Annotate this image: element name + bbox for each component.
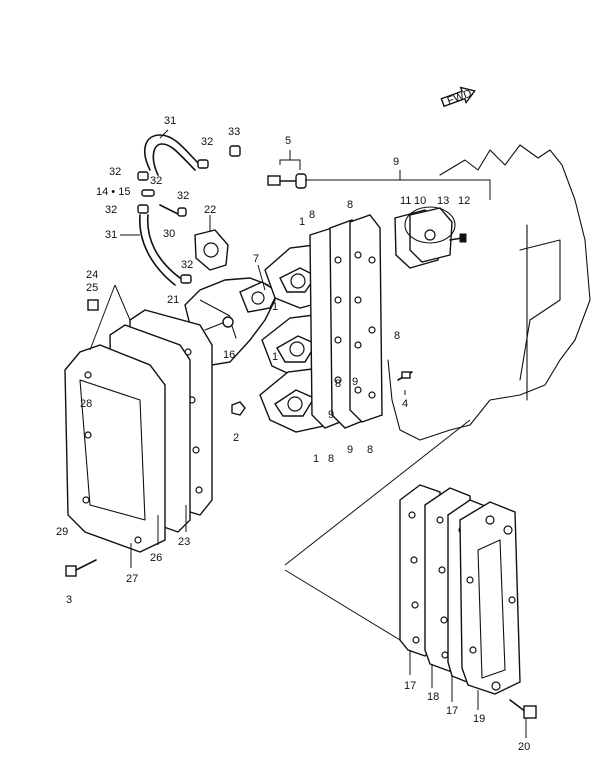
- bolt-25: [87, 299, 99, 311]
- callout-3: 3: [66, 594, 72, 606]
- callout-30: 30: [163, 228, 175, 240]
- bolt-3: [65, 559, 97, 577]
- gasket-22: [194, 229, 229, 271]
- callout-14-15: 14 • 15: [96, 186, 130, 198]
- engine-block-outline: [387, 144, 591, 441]
- breather-hose-lower: [139, 214, 181, 286]
- callout-28: 28: [80, 398, 92, 410]
- callout-33: 33: [228, 126, 240, 138]
- hose-clip-parts: [137, 145, 241, 284]
- bolt-20: [509, 699, 537, 719]
- callout-8: 8: [309, 209, 315, 221]
- callout-11: 11: [400, 195, 411, 207]
- callout-9: 9: [352, 376, 358, 388]
- bolt-5: [267, 173, 307, 189]
- callout-31: 31: [105, 229, 117, 241]
- callout-9: 9: [393, 156, 399, 168]
- lower-cover-19: [459, 501, 521, 695]
- fwd-arrow: FWD: [440, 86, 476, 108]
- callout-10: 10: [414, 195, 426, 207]
- nut-2: [231, 401, 246, 416]
- fwd-label: FWD: [446, 88, 474, 108]
- callout-labels: 31 32 33 32 32 14 • 15 32 32 22 30 31 32…: [56, 115, 530, 753]
- callout-1: 1: [299, 216, 305, 228]
- callout-8: 8: [335, 378, 341, 390]
- callout-25: 25: [86, 282, 98, 294]
- callout-32: 32: [109, 166, 121, 178]
- callout-8: 8: [328, 453, 334, 465]
- callout-20: 20: [518, 741, 530, 753]
- callout-29: 29: [56, 526, 68, 538]
- callout-5: 5: [285, 135, 291, 147]
- callout-4: 4: [402, 398, 408, 410]
- callout-1: 1: [272, 301, 278, 313]
- callout-22: 22: [204, 204, 216, 216]
- callout-1: 1: [313, 453, 319, 465]
- callout-12: 12: [458, 195, 470, 207]
- callout-27: 27: [126, 573, 138, 585]
- callout-1: 1: [272, 351, 278, 363]
- callout-18: 18: [427, 691, 439, 703]
- callout-32: 32: [201, 136, 213, 148]
- callout-24: 24: [86, 269, 98, 281]
- callout-19: 19: [473, 713, 485, 725]
- callout-8: 8: [394, 330, 400, 342]
- stud-4: [397, 371, 413, 381]
- callout-17: 17: [404, 680, 416, 692]
- bolt-12: [449, 233, 467, 243]
- callout-9: 9: [328, 409, 334, 421]
- callout-2: 2: [233, 432, 239, 444]
- callout-32: 32: [181, 259, 193, 271]
- callout-7: 7: [253, 253, 259, 265]
- callout-17: 17: [446, 705, 458, 717]
- breather-hose-upper: [144, 134, 201, 176]
- callout-23: 23: [178, 536, 190, 548]
- exhaust-outer-cover-27: [64, 344, 166, 553]
- callout-16: 16: [223, 349, 235, 361]
- callout-9: 9: [347, 444, 353, 456]
- callout-32: 32: [150, 175, 162, 187]
- callout-32: 32: [177, 190, 189, 202]
- callout-26: 26: [150, 552, 162, 564]
- reed-plate-stack: [309, 214, 383, 429]
- callout-8: 8: [367, 444, 373, 456]
- leader-lines: [89, 129, 527, 738]
- callout-21: 21: [167, 294, 179, 306]
- callout-32: 32: [105, 204, 117, 216]
- callout-31: 31: [164, 115, 176, 127]
- callout-8: 8: [347, 199, 353, 211]
- small-cover-assembly: [394, 206, 456, 269]
- callout-13: 13: [437, 195, 449, 207]
